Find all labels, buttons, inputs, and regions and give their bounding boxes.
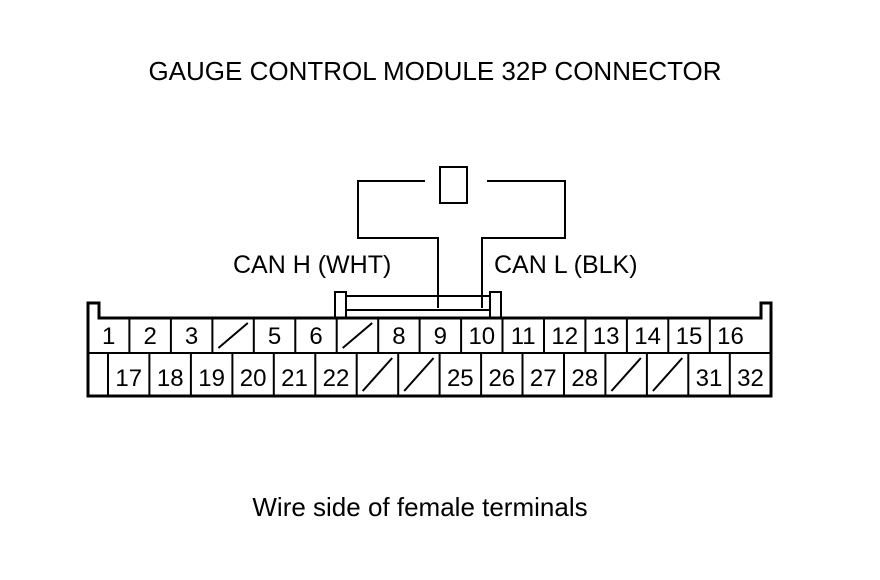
pin-label-3: 3 <box>185 323 198 350</box>
pin-label-6: 6 <box>309 323 322 350</box>
pin-label-11: 11 <box>511 323 536 350</box>
pin-label-31: 31 <box>696 365 723 392</box>
can-h-label: CAN H (WHT) <box>233 251 391 279</box>
can-l-label: CAN L (BLK) <box>494 251 638 279</box>
diagram-caption: Wire side of female terminals <box>252 492 587 522</box>
pin-label-13: 13 <box>593 323 620 350</box>
pin-label-28: 28 <box>571 365 598 392</box>
pin-label-18: 18 <box>157 365 184 392</box>
pin-label-17: 17 <box>115 365 142 392</box>
pin-label-15: 15 <box>676 323 703 350</box>
pin-label-12: 12 <box>551 323 578 350</box>
pin-label-10: 10 <box>468 323 495 350</box>
connector-row-2: 17 18 19 20 21 22 25 26 27 28 31 32 <box>107 353 764 396</box>
connector-lock-tab <box>334 291 502 318</box>
unused-terminal-slash <box>217 322 249 349</box>
unused-terminal-slash <box>403 357 435 392</box>
unused-terminal-slash <box>610 357 642 392</box>
pin-label-32: 32 <box>737 365 764 392</box>
pin-label-19: 19 <box>198 365 225 392</box>
can-l-wire <box>481 180 566 308</box>
pin-label-27: 27 <box>530 365 557 392</box>
can-h-wire <box>357 180 439 308</box>
pin-label-22: 22 <box>323 365 350 392</box>
pin-label-21: 21 <box>281 365 308 392</box>
connector-housing <box>86 301 773 398</box>
diagram-title: GAUGE CONTROL MODULE 32P CONNECTOR <box>148 56 721 86</box>
probe-wiring <box>357 166 566 308</box>
test-probe-box <box>439 166 468 204</box>
pin-label-8: 8 <box>392 323 405 350</box>
pin-label-20: 20 <box>240 365 267 392</box>
unused-terminal-slash <box>342 322 373 349</box>
unused-terminal-slash <box>361 357 393 392</box>
pin-label-2: 2 <box>144 323 157 350</box>
unused-terminal-slash <box>652 357 684 392</box>
pin-label-5: 5 <box>268 323 281 350</box>
pin-label-26: 26 <box>488 365 515 392</box>
pin-label-1: 1 <box>102 323 115 350</box>
pin-label-16: 16 <box>717 323 744 350</box>
pin-label-14: 14 <box>634 323 661 350</box>
pin-label-25: 25 <box>447 365 474 392</box>
pin-label-9: 9 <box>434 323 447 350</box>
